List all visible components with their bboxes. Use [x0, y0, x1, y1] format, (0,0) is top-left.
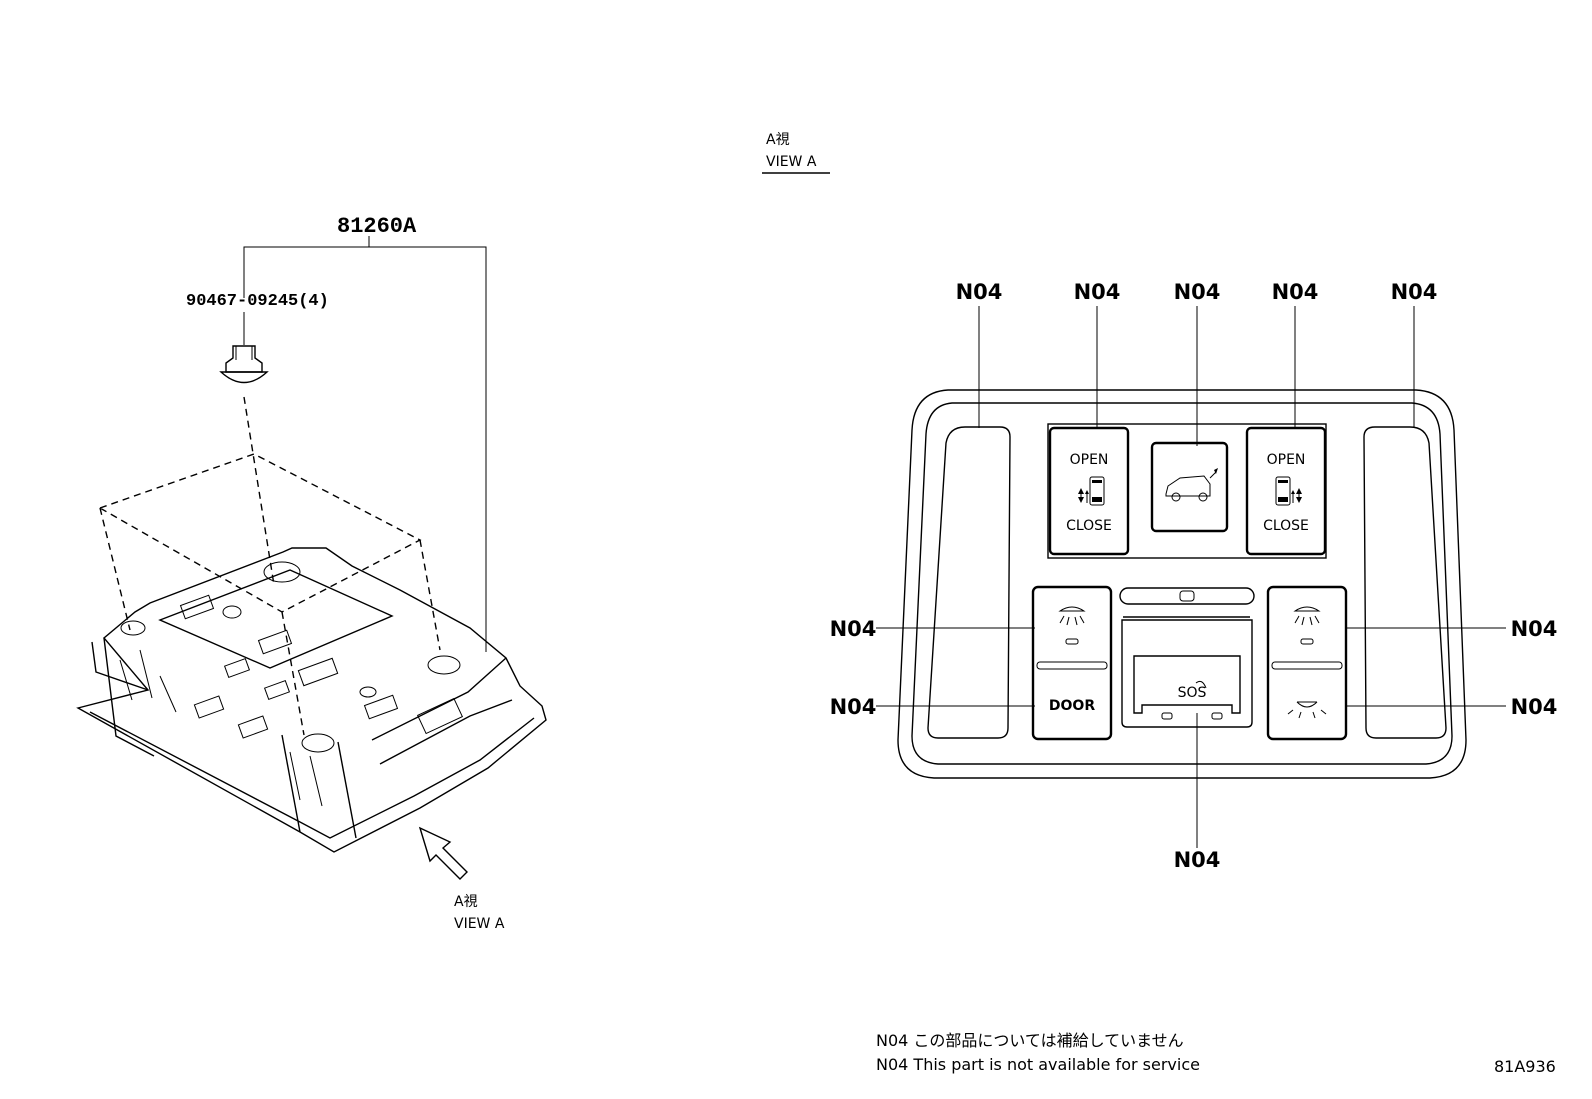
dome-lamp-icon [1287, 701, 1327, 719]
sos-label: SOS [1178, 685, 1207, 701]
sos-module [1119, 587, 1255, 728]
callout-n04: N04 [830, 695, 877, 719]
view-a-label-en-right: VIEW A [766, 154, 817, 170]
callout-n04: N04 [830, 617, 877, 641]
callout-n04: N04 [1511, 695, 1558, 719]
right-slide-close-label: CLOSE [1263, 518, 1309, 534]
back-door-car-icon [1165, 468, 1218, 502]
callout-n04: N04 [956, 280, 1003, 304]
assembly-view: 81260A 90467-09245(4) [76, 214, 547, 932]
right-slide-door-switch[interactable]: OPEN CLOSE [1263, 452, 1309, 534]
assembly-part-number: 81260A [337, 214, 417, 239]
callout-n04: N04 [1174, 848, 1221, 872]
callout-leaders [876, 306, 1506, 848]
view-a-label-jp-right: A視 [766, 132, 790, 148]
slide-door-icon [1078, 476, 1105, 506]
left-map-lamp-switch[interactable] [1058, 606, 1086, 645]
left-map-lamp-lens [927, 426, 1011, 739]
view-a-arrow-icon [418, 826, 468, 880]
callout-n04: N04 [1174, 280, 1221, 304]
clip-icon [219, 345, 269, 384]
clip-part-number: 90467-09245(4) [186, 292, 329, 311]
sos-button[interactable]: SOS [1161, 680, 1223, 720]
sos-phone-icon [1195, 680, 1207, 689]
map-lamp-icon [1293, 606, 1321, 645]
dome-lamp-switch[interactable] [1287, 701, 1327, 719]
left-slide-close-label: CLOSE [1066, 518, 1112, 534]
right-slide-open-label: OPEN [1267, 452, 1306, 468]
map-lamp-housing [76, 547, 547, 853]
door-lamp-switch[interactable]: DOOR [1049, 698, 1095, 714]
service-note-jp: N04 この部品については補給していません [876, 1031, 1184, 1050]
door-button-label: DOOR [1049, 698, 1095, 714]
overhead-console-outline [897, 389, 1467, 779]
top-switch-group [1047, 423, 1327, 559]
figure-id: 81A936 [1494, 1057, 1556, 1076]
left-slide-door-switch[interactable]: OPEN CLOSE [1066, 452, 1112, 534]
left-lamp-switch-group [1031, 585, 1113, 741]
slide-door-icon [1275, 476, 1302, 506]
service-note-en: N04 This part is not available for servi… [876, 1055, 1200, 1074]
right-map-lamp-switch[interactable] [1293, 606, 1321, 645]
view-a-label-jp-left: A視 [454, 894, 478, 910]
callout-n04: N04 [1074, 280, 1121, 304]
view-a-panel: A視 VIEW A OPEN [762, 132, 1557, 872]
right-map-lamp-lens [1363, 426, 1447, 739]
map-lamp-icon [1058, 606, 1086, 645]
right-lamp-switch-group [1266, 585, 1348, 741]
left-slide-open-label: OPEN [1070, 452, 1109, 468]
callout-n04: N04 [1272, 280, 1319, 304]
callout-n04: N04 [1391, 280, 1438, 304]
view-a-label-en-left: VIEW A [454, 916, 505, 932]
back-door-switch[interactable] [1165, 468, 1218, 502]
callout-n04: N04 [1511, 617, 1558, 641]
